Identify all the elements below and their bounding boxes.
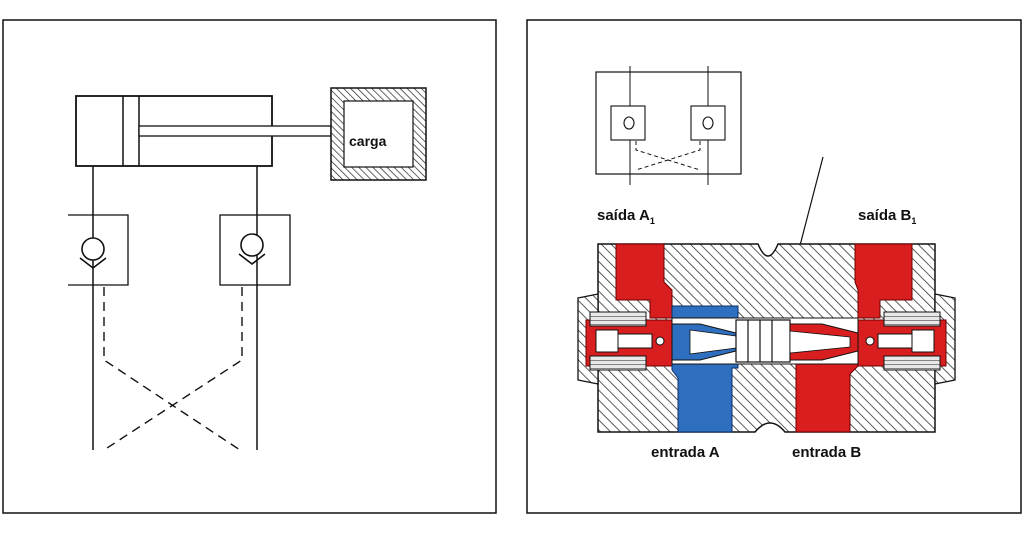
outlet-b-label: saída B1 <box>858 207 916 226</box>
check-valve-a-symbol <box>68 214 129 286</box>
check-valve-b-symbol <box>219 214 291 286</box>
section-panel: saída A1 saída B1 entrada A entrada B <box>526 19 1022 514</box>
inlet-b-label: entrada B <box>792 444 861 461</box>
piston-rod <box>138 125 332 137</box>
outlet-a-label: saída A1 <box>597 207 655 226</box>
valve-body-section <box>577 243 956 433</box>
pilot-spool <box>671 319 859 363</box>
pilot-lines <box>103 287 243 451</box>
check-cartridge-b <box>865 311 941 371</box>
schematic-panel: carga <box>2 19 497 514</box>
check-cartridge-a <box>589 311 665 371</box>
hydraulic-cylinder <box>75 95 332 167</box>
outlet-b-passage <box>854 243 913 319</box>
load-block: carga <box>330 87 427 181</box>
inlet-a-label: entrada A <box>651 444 720 461</box>
inset-schematic <box>595 66 742 185</box>
load-label: carga <box>349 133 387 149</box>
